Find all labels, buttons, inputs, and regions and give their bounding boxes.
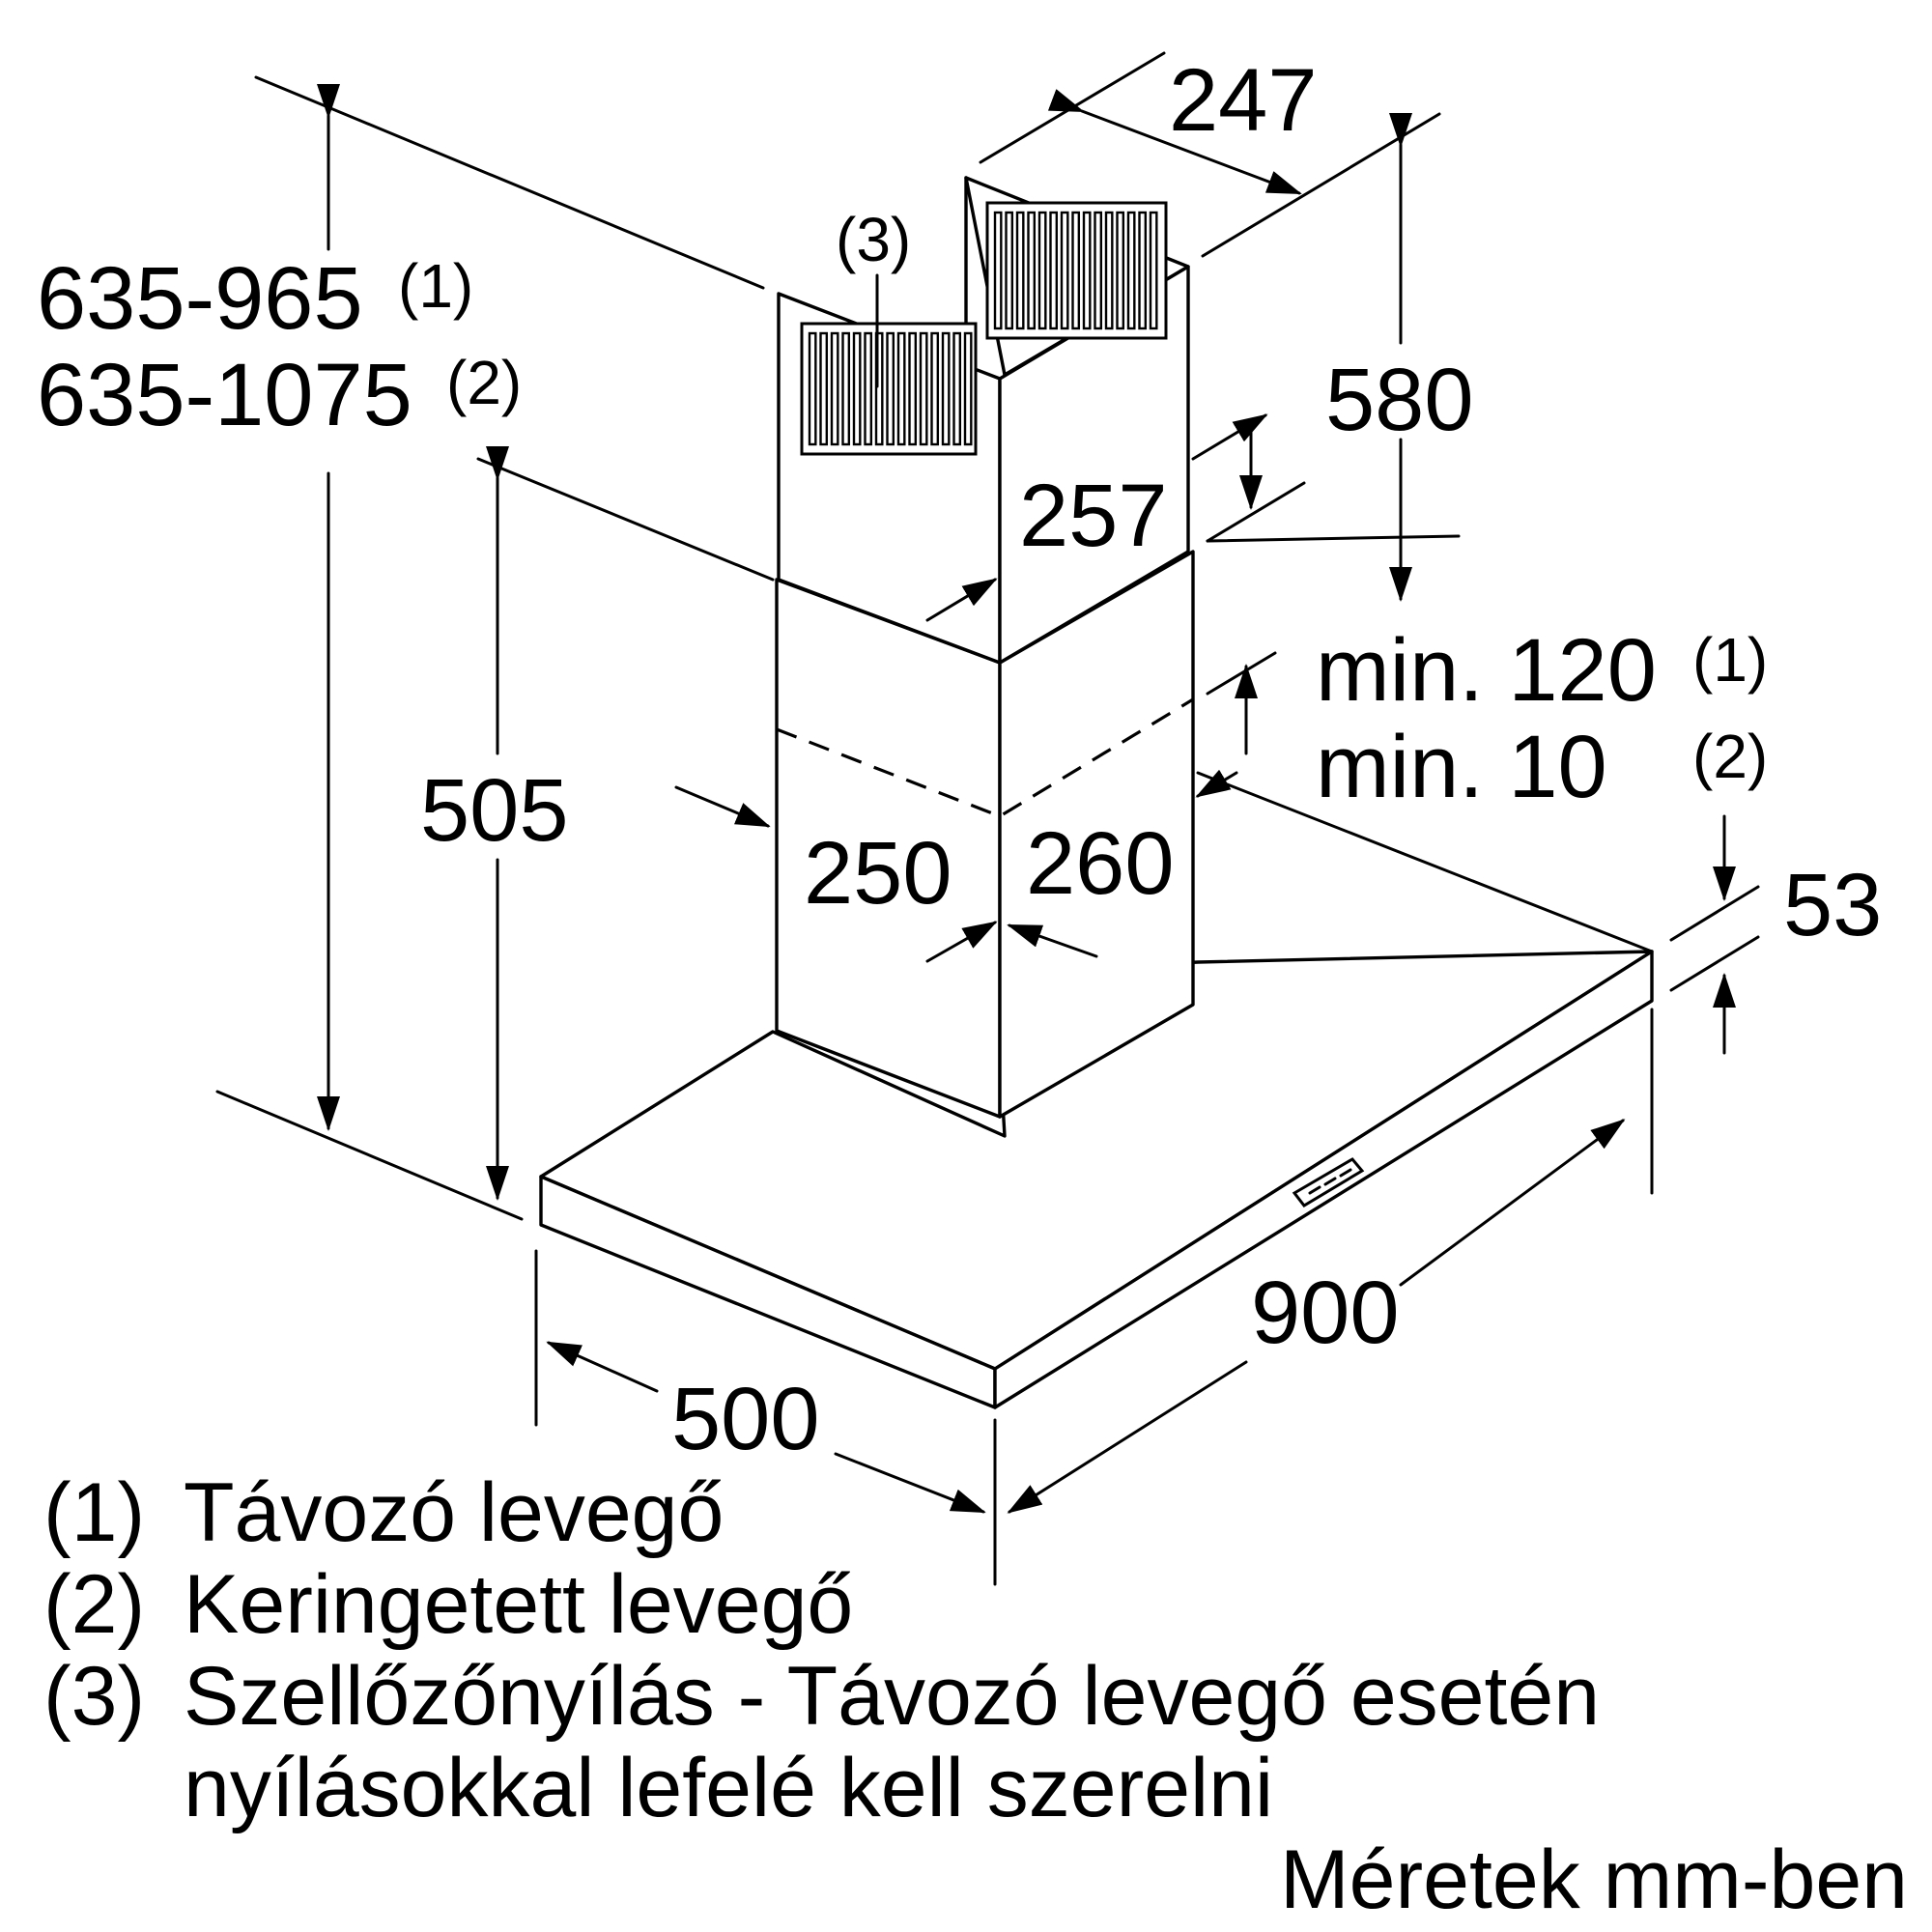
- chimney-height-580: 580: [1325, 351, 1474, 449]
- vent-slot: [874, 331, 884, 446]
- vent-slot: [941, 331, 951, 446]
- legend-text-3-cont: nyílásokkal lefelé kell szerelni: [184, 1742, 1273, 1834]
- vent-slot: [841, 331, 851, 446]
- clearance-min-10: min. 10: [1316, 718, 1607, 816]
- vent-slot: [1104, 211, 1114, 330]
- legend: (1) Távozó levegő (2) Keringetett levegő…: [43, 1466, 1908, 1926]
- vent-slot: [1082, 211, 1092, 330]
- vent-slot: [1049, 211, 1059, 330]
- vent-slot: [819, 331, 829, 446]
- total-height-exhaust: 635-965: [37, 249, 363, 348]
- canopy-width-900: 900: [1251, 1264, 1400, 1362]
- canopy-thickness-53: 53: [1783, 856, 1882, 954]
- vent-slot: [1094, 211, 1103, 330]
- vent-slot: [1027, 211, 1037, 330]
- chimney-height-505: 505: [420, 761, 569, 860]
- vent-slot: [864, 331, 873, 446]
- vent-slot: [1015, 211, 1025, 330]
- vent-slot: [963, 331, 973, 446]
- vent-slot: [1005, 211, 1014, 330]
- vent-slot: [1060, 211, 1069, 330]
- telescopic-overlap-line: [776, 697, 1194, 818]
- vent-slot: [993, 211, 1003, 330]
- vent-slot: [930, 331, 940, 446]
- clearance-min-120: min. 120: [1316, 621, 1657, 720]
- vent-slot: [908, 331, 918, 446]
- chimney-depth-250: 250: [804, 824, 952, 923]
- dimension-labels: 635-965 (1) 635-1075 (2) 247 580 257 505…: [37, 51, 1882, 1468]
- vent-slot: [1037, 211, 1047, 330]
- legend-ref-1: (1): [43, 1466, 145, 1559]
- vent-slots-front: [800, 322, 978, 456]
- vent-slot: [852, 331, 862, 446]
- clearance-min-120-ref: (1): [1692, 625, 1768, 695]
- vent-slot: [1071, 211, 1081, 330]
- total-height-recirc: 635-1075: [37, 346, 412, 444]
- legend-text-3: Szellőzőnyílás - Távozó levegő esetén: [184, 1650, 1600, 1743]
- vent-slots-back: [985, 201, 1168, 340]
- units-note: Méretek mm-ben: [1280, 1833, 1908, 1926]
- vent-slot: [1138, 211, 1148, 330]
- total-height-recirc-ref: (2): [446, 348, 522, 417]
- legend-text-2: Keringetett levegő: [184, 1558, 853, 1651]
- legend-ref-2: (2): [43, 1558, 145, 1651]
- legend-text-1: Távozó levegő: [184, 1466, 724, 1559]
- chimney-width-260: 260: [1026, 814, 1175, 913]
- vent-slot: [1116, 211, 1125, 330]
- vent-ref-label: (3): [836, 205, 911, 274]
- clearance-min-10-ref: (2): [1692, 722, 1768, 791]
- vent-slot: [886, 331, 895, 446]
- vent-slot: [808, 331, 817, 446]
- vent-slot: [1126, 211, 1136, 330]
- vent-slot: [952, 331, 962, 446]
- legend-ref-3: (3): [43, 1650, 145, 1743]
- total-height-exhaust-ref: (1): [398, 251, 473, 321]
- vent-slot: [830, 331, 839, 446]
- vent-slot: [1149, 211, 1158, 330]
- vent-slot: [919, 331, 928, 446]
- hood-drawing: [539, 176, 1654, 1409]
- vent-slot: [896, 331, 906, 446]
- dimension-lines: [215, 51, 1760, 1586]
- canopy-depth-500: 500: [671, 1370, 820, 1468]
- chimney-depth-247: 247: [1169, 51, 1318, 150]
- chimney-width-257: 257: [1019, 467, 1168, 565]
- control-panel: [1292, 1157, 1365, 1208]
